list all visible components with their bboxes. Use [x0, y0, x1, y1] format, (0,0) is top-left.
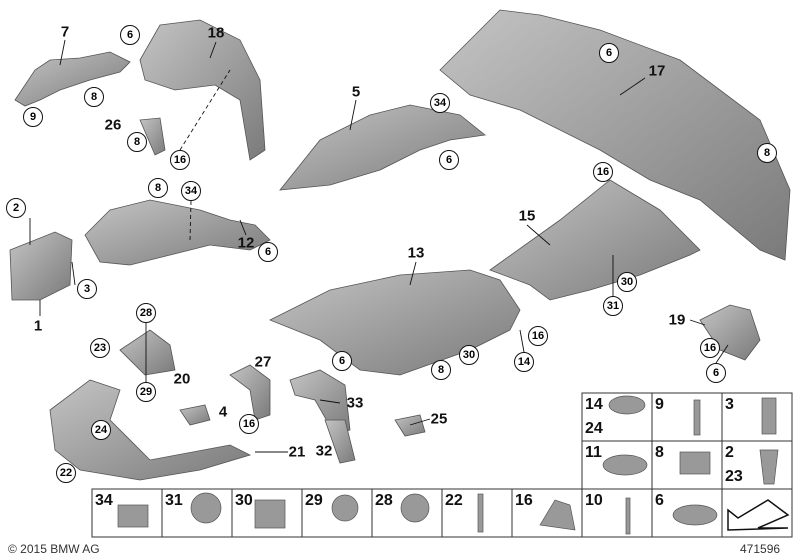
- grid-cell-number: 10: [585, 492, 603, 509]
- fastener-callout: 8: [431, 360, 451, 380]
- fastener-callout: 22: [56, 463, 76, 483]
- fastener-callout: 8: [757, 143, 777, 163]
- fastener-callout: 24: [91, 420, 111, 440]
- grid-cell-number: 22: [445, 492, 463, 509]
- fastener-callout: 16: [528, 326, 548, 346]
- grid-cell-number: 3: [725, 396, 734, 413]
- part-26-bracket: [139, 117, 166, 156]
- fastener-callout: 16: [239, 414, 259, 434]
- fastener-callout: 6: [332, 351, 352, 371]
- part-callout: 21: [288, 443, 306, 461]
- fastener-callout: 16: [593, 162, 613, 182]
- part-callout: 15: [518, 207, 536, 225]
- parts-grid: [91, 392, 793, 538]
- fastener-callout: 16: [700, 338, 720, 358]
- fastener-callout: 31: [603, 296, 623, 316]
- fastener-callout: 8: [84, 87, 104, 107]
- part-callout: 17: [648, 62, 666, 80]
- part-18-wheel-arch-shield: [139, 19, 266, 161]
- part-callout: 5: [351, 83, 361, 101]
- part-25-clip: [394, 414, 426, 437]
- part-callout: 7: [60, 23, 70, 41]
- grid-cell-number: 8: [655, 444, 664, 461]
- part-callout: 26: [104, 116, 122, 134]
- grid-cell-number: 6: [655, 492, 664, 509]
- fastener-callout: 6: [599, 43, 619, 63]
- part-callout: 25: [430, 410, 448, 428]
- part-7-heat-shield: [14, 51, 131, 107]
- diagram-number: 471596: [740, 542, 781, 556]
- part-callout: 19: [668, 311, 686, 329]
- grid-cell-number: 11: [585, 444, 602, 461]
- grid-cell-number: 31: [165, 492, 183, 509]
- part-callout: 13: [407, 244, 425, 262]
- grid-cell-number: 16: [515, 492, 533, 509]
- part-17-tunnel-shield: [439, 9, 791, 261]
- fastener-callout: 14: [514, 352, 534, 372]
- grid-cell-number: 28: [375, 492, 393, 509]
- part-27-bracket: [229, 364, 271, 421]
- part-13-heat-shield: [269, 269, 521, 376]
- part-callout: 4: [218, 403, 228, 421]
- part-5-heat-shield: [279, 104, 486, 191]
- part-callout: 20: [173, 370, 191, 388]
- part-callout: 27: [254, 353, 272, 371]
- grid-cell-number: 23: [725, 468, 743, 485]
- part-21-underbody-shield: [49, 379, 252, 481]
- part-callout: 18: [207, 24, 225, 42]
- fastener-callout: 34: [181, 181, 201, 201]
- grid-cell-number: 2: [725, 444, 734, 461]
- part-15-heat-shield: [489, 179, 701, 301]
- fastener-callout: 23: [90, 338, 110, 358]
- grid-cell-number: 14: [585, 396, 603, 413]
- fastener-callout: 8: [148, 178, 168, 198]
- fastener-callout: 6: [439, 150, 459, 170]
- grid-cell-number: 30: [235, 492, 253, 509]
- grid-cell-number: 29: [305, 492, 323, 509]
- fastener-callout: 30: [617, 272, 637, 292]
- part-callout: 32: [315, 442, 333, 460]
- fastener-callout: 30: [459, 345, 479, 365]
- grid-cell-number: 9: [655, 396, 664, 413]
- fastener-callout: 6: [258, 242, 278, 262]
- fastener-callout: 9: [23, 107, 43, 127]
- fastener-callout: 29: [136, 382, 156, 402]
- part-32-strut: [324, 419, 356, 464]
- fastener-callout: 16: [170, 150, 190, 170]
- orientation-arrow-icon: [727, 499, 790, 531]
- part-1-shield: [9, 231, 73, 301]
- fastener-callout: 6: [706, 363, 726, 383]
- part-callout: 33: [346, 394, 364, 412]
- fastener-callout: 3: [77, 279, 97, 299]
- grid-cell-number: 24: [585, 420, 603, 437]
- part-12-heat-shield: [84, 199, 271, 266]
- part-callout: 12: [237, 234, 255, 252]
- part-4-clip: [179, 404, 211, 426]
- fastener-callout: 8: [127, 132, 147, 152]
- fastener-callout: 6: [120, 25, 140, 45]
- fastener-callout: 28: [136, 303, 156, 323]
- fastener-callout: 34: [430, 93, 450, 113]
- part-20-bracket: [119, 329, 176, 376]
- copyright: © 2015 BMW AG: [8, 542, 100, 556]
- part-callout: 1: [33, 317, 43, 335]
- fastener-callout: 2: [6, 198, 26, 218]
- grid-cell-number: 34: [95, 492, 113, 509]
- part-19-bracket: [699, 304, 761, 361]
